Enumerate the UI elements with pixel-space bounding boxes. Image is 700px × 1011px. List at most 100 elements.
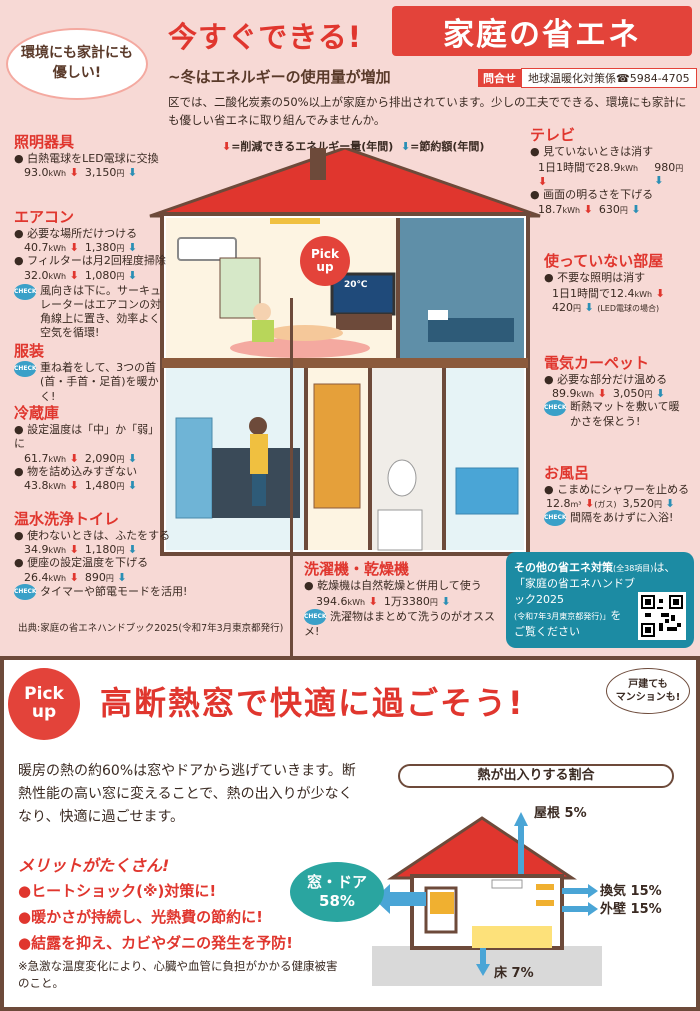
blue-arrow-icon: ⬇ — [127, 451, 138, 465]
fridge-item1-text: 設定温度は「中」か「弱」に — [14, 423, 160, 451]
toilet-item1: ● 使わないときは、ふたをする — [14, 529, 171, 542]
subtitle: ~冬はエネルギーの使用量が増加 — [168, 68, 391, 86]
laundry-kwh: 394.6 — [316, 594, 348, 608]
aircon-tip-text: 風向きは下に。サーキュレーターはエアコンの対角線上に置き、効率よく空気を循環! — [40, 283, 161, 340]
bluebox-count: (全38項目) — [613, 564, 654, 573]
aircon-values2: 32.0kWh ⬇ 1,080円 ⬇ — [24, 269, 184, 282]
laundry-section: 洗濯機・乾燥機 ● 乾燥機は自然乾燥と併用して使う 394.6kWh ⬇ 1万3… — [304, 558, 504, 640]
fridge-item1: ● 設定温度は「中」か「弱」に — [14, 423, 160, 451]
blue-arrow-icon: ⬇ — [654, 173, 664, 187]
window-ratio-label: 窓・ドア — [306, 873, 367, 892]
carpet-tip-text: 断熱マットを敷いて暖かさを保とう! — [570, 400, 680, 428]
unused-room-title: 使っていない部屋 — [544, 252, 664, 270]
laundry-yen: 1万3380 — [383, 595, 430, 609]
clothes-tip-text: 重ね着をして、3つの首(首・手首・足首)を暖かく! — [40, 361, 159, 403]
bath-unit: m³ — [570, 500, 582, 510]
tv-kwh2: 18.7 — [538, 202, 563, 216]
tv-item1: ● 見ていないときは消す — [530, 145, 654, 158]
tv-item2-text: 画面の明るさを下げる — [543, 188, 654, 202]
aircon-item2: ● フィルターは月2回程度掃除 — [14, 254, 166, 268]
toilet-kwh2: 26.4 — [24, 570, 49, 584]
legend-blue: =節約額(年間) — [410, 140, 485, 153]
window-ratio-badge: 窓・ドア 58% — [290, 862, 384, 922]
window-ratio-value: 58% — [319, 892, 355, 910]
tv-yen1: 980 — [654, 160, 676, 174]
unit-kwh: kWh — [48, 573, 67, 583]
fridge-section: 冷蔵庫 ● 設定温度は「中」か「弱」に 61.7kWh ⬇ 2,090円 ⬇ ●… — [14, 402, 164, 492]
red-arrow-icon: ⬇ — [368, 594, 378, 608]
bluebox-line4: ご覧ください — [514, 624, 580, 638]
blue-arrow-icon: ⬇ — [441, 595, 451, 609]
unit-kwh: kWh — [48, 244, 67, 254]
unit-yen: 円 — [116, 481, 125, 491]
bath-item: ● こまめにシャワーを止める — [544, 483, 690, 496]
ratio-title: 熱が出入りする割合 — [398, 764, 674, 788]
lighting-values: 93.0kWh ⬇ 3,150円 ⬇ — [24, 166, 164, 179]
unit-yen: 円 — [675, 163, 684, 173]
red-arrow-icon: ⬇ — [69, 241, 79, 255]
toilet-values2: 26.4kWh ⬇ 890円 ⬇ — [24, 571, 194, 584]
intro-text: 区では、二酸化炭素の50%以上が家庭から排出されています。少しの工夫でできる、環… — [168, 95, 687, 127]
aircon-yen1: 1,380 — [84, 241, 117, 255]
unit-yen: 円 — [644, 390, 653, 400]
unit-yen: 円 — [105, 573, 114, 583]
laundry-item: ● 乾燥機は自然乾燥と併用して使う — [304, 579, 482, 592]
footnote: ※急激な温度変化により、心臓や血管に負担がかかる健康被害のこと。 — [18, 959, 338, 991]
unit-yen: 円 — [653, 500, 662, 510]
house-illustration — [149, 148, 541, 556]
pickup-big-text2: up — [31, 702, 57, 722]
bluebox-line2: 「家庭の省エネハンドブック2025 — [514, 576, 635, 606]
vent-ratio: 換気 15% — [600, 884, 662, 899]
tv-item2: ● 画面の明るさを下げる — [530, 188, 654, 202]
check-icon: CHECK — [14, 283, 37, 300]
aircon-item1-text: 必要な場所だけつける — [27, 227, 138, 240]
fridge-yen2: 1,480 — [84, 478, 117, 492]
bath-yen: 3,520 — [622, 497, 654, 511]
fridge-yen1: 2,090 — [84, 451, 117, 465]
carpet-values: 89.9kWh ⬇ 3,050円 ⬇ — [552, 387, 694, 400]
red-arrow-icon: ⬇ — [597, 387, 607, 401]
unused-room-item: ● 不要な照明は消す — [544, 271, 646, 284]
fridge-title: 冷蔵庫 — [14, 404, 60, 422]
wall-ratio: 外壁 15% — [600, 902, 662, 917]
unused-room-item-text: 不要な照明は消す — [557, 271, 646, 284]
unit-yen: 円 — [573, 304, 581, 314]
bubble-line2: マンションも! — [615, 692, 681, 703]
bath-item-text: こまめにシャワーを止める — [557, 483, 690, 496]
pickup-text1: Pick — [310, 246, 339, 261]
red-arrow-icon: ⬇ — [69, 478, 79, 492]
merit-title: メリットがたくさん! — [18, 856, 170, 875]
aircon-title: エアコン — [14, 208, 75, 226]
contact-tag: 問合せ — [478, 69, 521, 87]
pickup-badge: Pick up — [8, 668, 80, 740]
toilet-item1-text: 使わないときは、ふたをする — [27, 529, 171, 542]
aircon-item1: ● 必要な場所だけつける — [14, 227, 138, 240]
carpet-item: ● 必要な部分だけ温める — [544, 373, 668, 386]
blue-arrow-icon: ⬇ — [127, 543, 138, 557]
floor-ratio: 床 7% — [494, 966, 534, 981]
laundry-tip-text: 洗濯物はまとめて洗うのがオススメ! — [304, 610, 495, 639]
lighting-section: 照明器具 ● 白熱電球をLED電球に交換 93.0kWh ⬇ 3,150円 ⬇ — [14, 131, 164, 179]
unused-room-note: (LED電球の場合) — [597, 304, 660, 314]
pickup-text2: up — [316, 260, 334, 274]
aircon-section: エアコン ● 必要な場所だけつける 40.7kWh ⬇ 1,380円 ⬇ ● フ… — [14, 206, 184, 341]
toilet-item2-text: 便座の設定温度を下げる — [27, 556, 149, 570]
window-body: 暖房の熱の約60%は窓やドアから逃げていきます。断熱性能の高い窓に変えることで、… — [18, 763, 356, 826]
blue-arrow-icon: ⬇ — [584, 301, 594, 315]
bath-title: お風呂 — [544, 464, 590, 482]
aircon-values1: 40.7kWh ⬇ 1,380円 ⬇ — [24, 241, 184, 254]
carpet-section: 電気カーペット ● 必要な部分だけ温める 89.9kWh ⬇ 3,050円 ⬇ … — [544, 352, 694, 429]
unit-kwh: kWh — [48, 454, 67, 464]
heat-diagram — [372, 812, 602, 986]
red-arrow-icon: ⬇ — [69, 570, 79, 584]
red-arrow-icon: ⬇ — [69, 451, 79, 465]
fridge-kwh1: 61.7 — [24, 451, 49, 465]
blue-arrow-icon: ⬇ — [127, 241, 138, 255]
unit-yen: 円 — [116, 244, 125, 254]
qr-code-icon[interactable] — [638, 592, 686, 640]
